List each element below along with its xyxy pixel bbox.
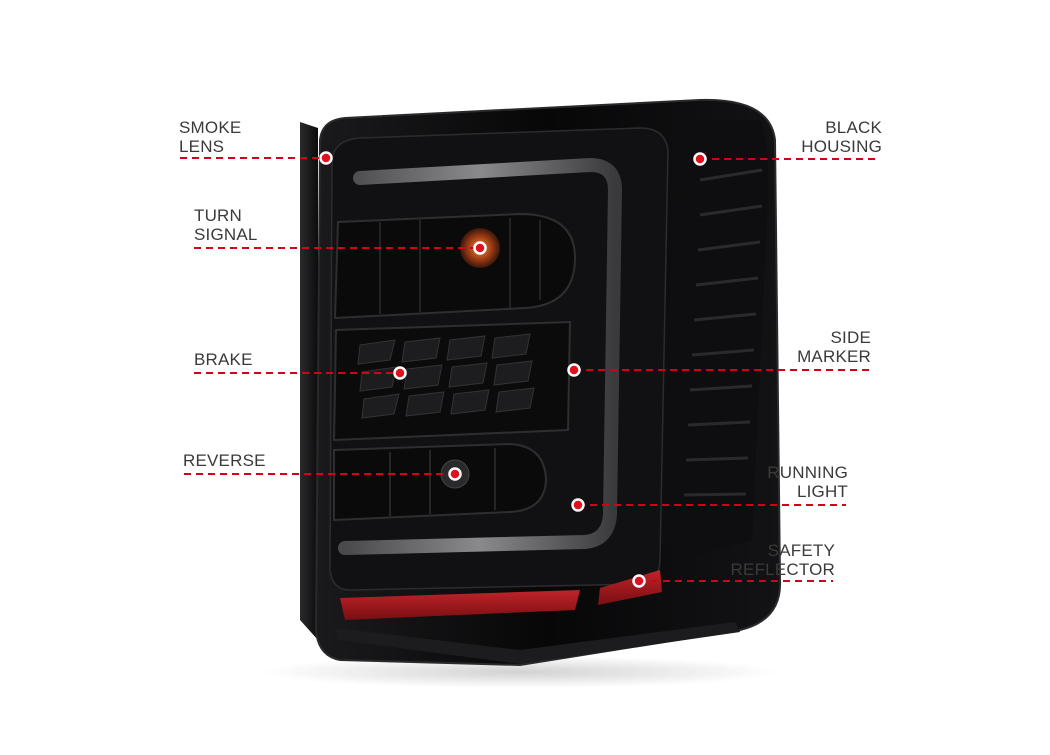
callout-dots <box>319 151 707 588</box>
callout-lines <box>180 157 880 582</box>
turn-signal-dot <box>473 241 487 255</box>
reverse-reflector-facets <box>389 448 496 516</box>
smoke-lens-label: SMOKE LENS <box>179 118 242 156</box>
brake-led-array <box>357 333 535 419</box>
smoke-lens-dot <box>319 151 333 165</box>
running-light-label: RUNNING LIGHT <box>767 463 848 501</box>
reverse-label: REVERSE <box>183 451 266 470</box>
turn-signal-reflector-facets <box>379 218 541 314</box>
housing-right-section <box>640 120 769 555</box>
turn-signal-label: TURN SIGNAL <box>194 206 258 244</box>
safety-reflector-label: SAFETY REFLECTOR <box>730 541 835 579</box>
side-marker-dot <box>567 363 581 377</box>
black-housing-label: BLACK HOUSING <box>801 118 882 156</box>
floor-shadow <box>260 656 780 688</box>
safety-reflector-right <box>598 570 662 605</box>
safety-reflector-dot <box>632 574 646 588</box>
black-housing-dot <box>693 152 707 166</box>
side-marker-label: SIDE MARKER <box>797 328 871 366</box>
turn-signal-chamber <box>333 212 577 320</box>
reverse-dot <box>448 467 462 481</box>
side-flange <box>300 122 318 640</box>
housing-bottom-lip <box>335 622 740 664</box>
brake-label: BRAKE <box>194 350 253 369</box>
safety-reflector-left <box>340 590 580 620</box>
running-light-dot <box>571 498 585 512</box>
running-light-bar <box>338 157 623 555</box>
brake-dot <box>393 366 407 380</box>
housing-ribs <box>683 168 763 497</box>
reverse-chamber <box>333 442 548 522</box>
